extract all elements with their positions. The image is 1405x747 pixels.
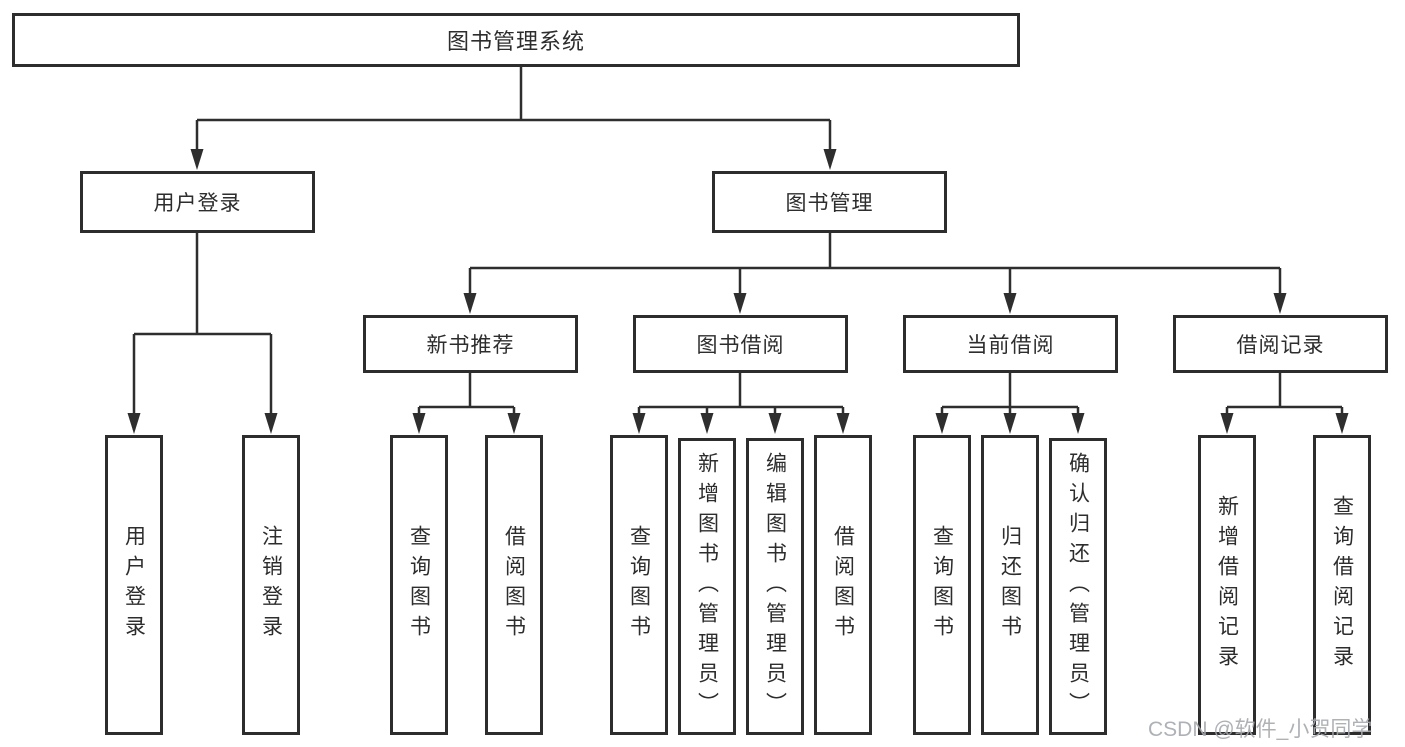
leaf-query-books-borrow: 查询图书 bbox=[610, 435, 668, 735]
node-user-login: 用户登录 bbox=[80, 171, 315, 233]
node-book-borrow-label: 图书借阅 bbox=[696, 334, 785, 357]
node-book-management-label: 图书管理 bbox=[785, 192, 874, 215]
node-new-book-recommend-label: 新书推荐 bbox=[426, 334, 515, 357]
node-book-borrow: 图书借阅 bbox=[633, 315, 848, 373]
leaf-query-books-current: 查询图书 bbox=[913, 435, 971, 735]
leaf-query-borrow-record-label: 查询借阅记录 bbox=[1330, 495, 1354, 675]
leaf-user-login: 用户登录 bbox=[105, 435, 163, 735]
leaf-borrow-books-recommend: 借阅图书 bbox=[485, 435, 543, 735]
leaf-user-login-label: 用户登录 bbox=[122, 525, 146, 645]
node-root-system-label: 图书管理系统 bbox=[446, 29, 585, 54]
node-user-login-label: 用户登录 bbox=[153, 192, 242, 215]
leaf-query-borrow-record: 查询借阅记录 bbox=[1313, 435, 1371, 735]
leaf-query-books-recommend-label: 查询图书 bbox=[407, 525, 431, 645]
leaf-edit-books-admin-label: 编辑图书（管理员） bbox=[763, 451, 787, 722]
leaf-borrow-books: 借阅图书 bbox=[814, 435, 872, 735]
leaf-return-books-label: 归还图书 bbox=[998, 525, 1022, 645]
leaf-add-books-admin-label: 新增图书（管理员） bbox=[695, 451, 719, 722]
leaf-borrow-books-label: 借阅图书 bbox=[831, 525, 855, 645]
leaf-edit-books-admin: 编辑图书（管理员） bbox=[746, 438, 804, 735]
leaf-logout-label: 注销登录 bbox=[259, 525, 283, 645]
leaf-query-books-current-label: 查询图书 bbox=[930, 525, 954, 645]
watermark: CSDN @软件_小贺同学 bbox=[1148, 718, 1373, 741]
leaf-borrow-books-recommend-label: 借阅图书 bbox=[502, 525, 526, 645]
node-new-book-recommend: 新书推荐 bbox=[363, 315, 578, 373]
node-root-system: 图书管理系统 bbox=[12, 13, 1020, 67]
leaf-add-borrow-record-label: 新增借阅记录 bbox=[1215, 495, 1239, 675]
node-borrow-records-label: 借阅记录 bbox=[1236, 334, 1325, 357]
leaf-confirm-return-admin-label: 确认归还（管理员） bbox=[1066, 451, 1090, 722]
leaf-return-books: 归还图书 bbox=[981, 435, 1039, 735]
leaf-query-books-borrow-label: 查询图书 bbox=[627, 525, 651, 645]
leaf-query-books-recommend: 查询图书 bbox=[390, 435, 448, 735]
node-current-borrow: 当前借阅 bbox=[903, 315, 1118, 373]
leaf-add-borrow-record: 新增借阅记录 bbox=[1198, 435, 1256, 735]
node-borrow-records: 借阅记录 bbox=[1173, 315, 1388, 373]
leaf-logout: 注销登录 bbox=[242, 435, 300, 735]
leaf-add-books-admin: 新增图书（管理员） bbox=[678, 438, 736, 735]
node-book-management: 图书管理 bbox=[712, 171, 947, 233]
arrowheads bbox=[127, 149, 1349, 434]
node-current-borrow-label: 当前借阅 bbox=[966, 334, 1055, 357]
leaf-confirm-return-admin: 确认归还（管理员） bbox=[1049, 438, 1107, 735]
